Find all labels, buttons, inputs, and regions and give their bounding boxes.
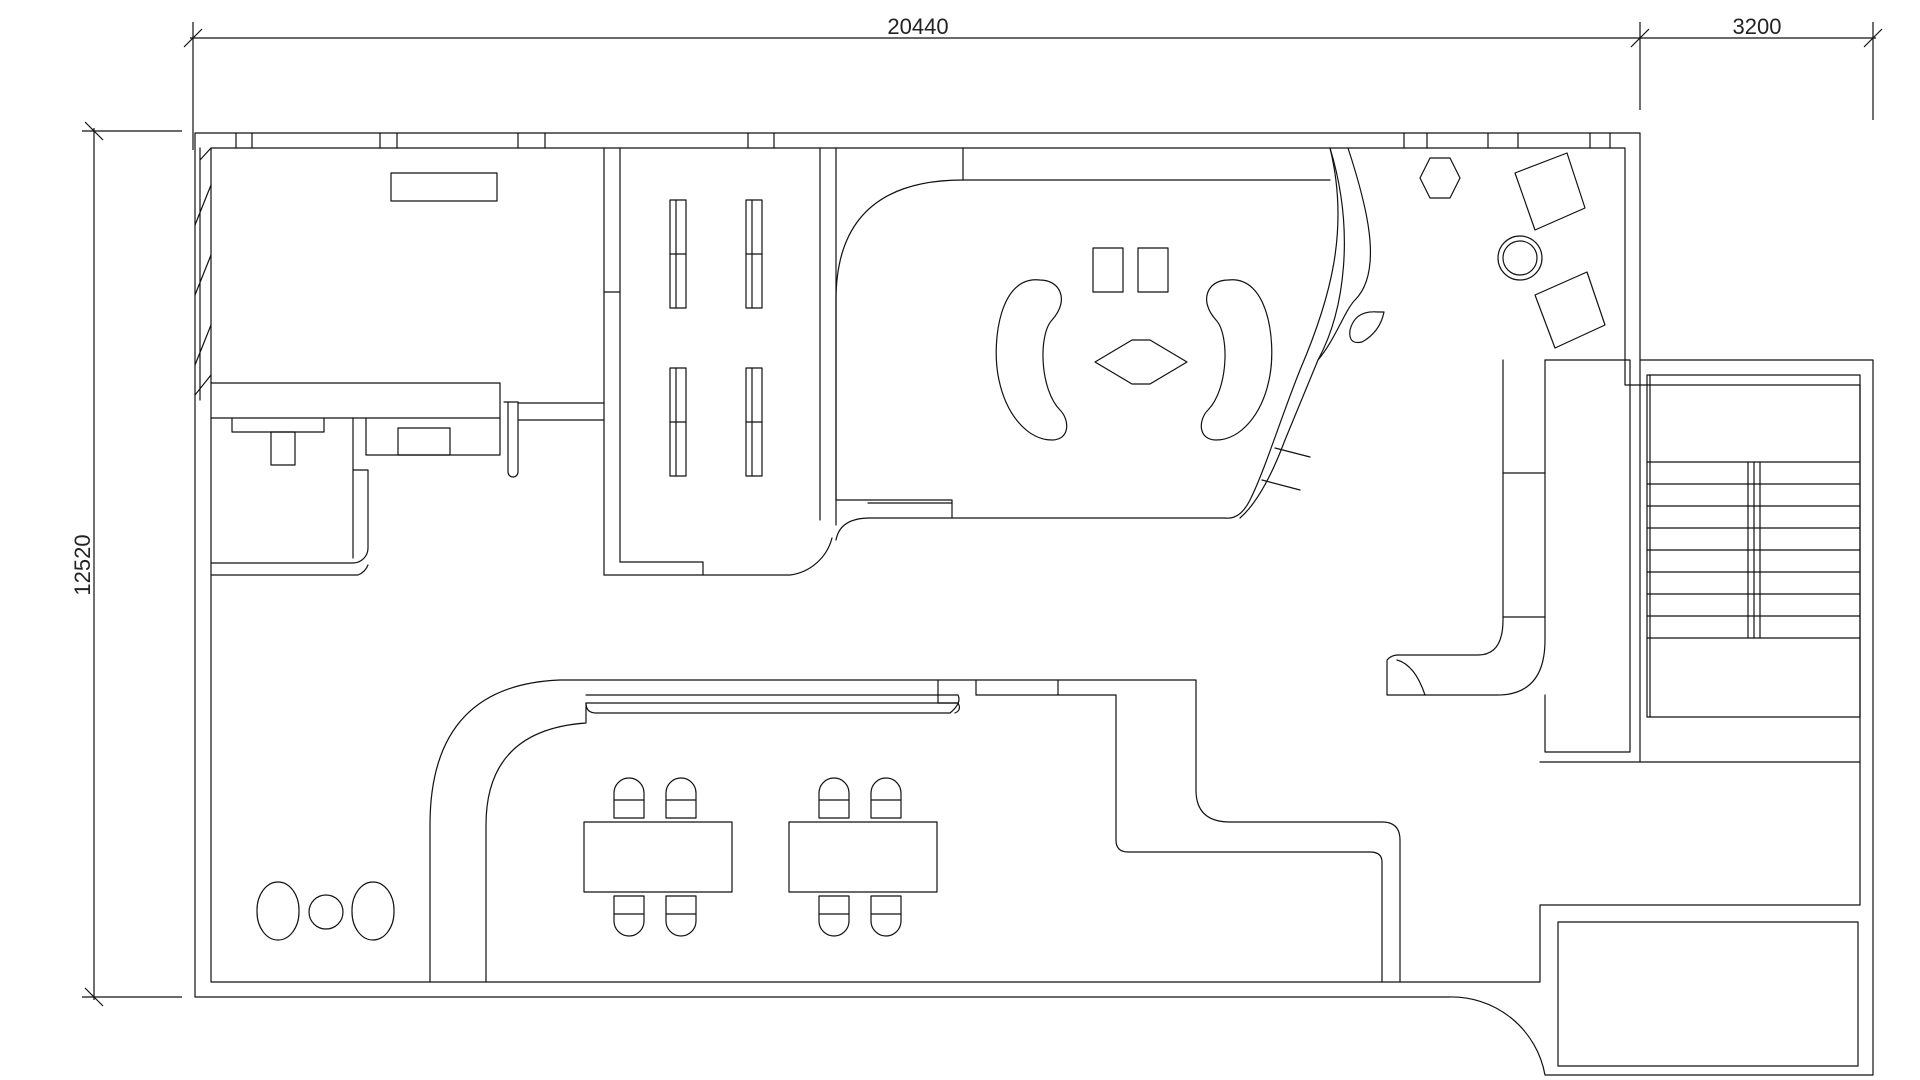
chair [818,895,850,937]
dining-area [429,679,1401,983]
round-table [1497,235,1543,281]
dimension-top-right-label: 3200 [1733,14,1782,39]
chair [613,777,645,819]
pouf [351,881,395,941]
window-marks [194,132,1611,401]
staircase [1646,374,1861,718]
dimension-top: 20440 3200 [183,14,1883,150]
armchair [1092,247,1124,293]
room-top-left [210,172,605,576]
bookshelf [669,367,687,477]
chair [665,895,697,937]
square-armchair [1514,152,1586,231]
dimension-left-label: 12520 [70,534,95,595]
armchair [1137,247,1169,293]
hexagon-stool [1419,157,1461,199]
round-table-inner [1502,240,1538,276]
lounge-seating-bottom-left [256,881,395,941]
side-table [308,894,344,930]
dimension-left: 12520 [70,121,182,1007]
room-shelves [603,147,837,576]
corner-furniture [1419,152,1606,349]
sofa-curved [995,279,1068,441]
chair [613,895,645,937]
dining-table [583,777,733,937]
bookshelf [669,199,687,309]
sofa-curved [1200,279,1273,441]
chair [818,777,850,819]
planter-box [1557,921,1859,1067]
chair [665,777,697,819]
bookshelf [745,199,763,309]
outer-walls [194,132,1874,1076]
coffee-table [1094,339,1188,385]
dimension-top-main-label: 20440 [887,14,948,39]
chair [870,895,902,937]
chair [870,777,902,819]
dining-table [788,777,938,937]
room-lounge [835,147,1385,541]
square-armchair [1534,271,1606,349]
bookshelf [745,367,763,477]
pouf [256,881,300,941]
right-counter [1386,359,1631,753]
